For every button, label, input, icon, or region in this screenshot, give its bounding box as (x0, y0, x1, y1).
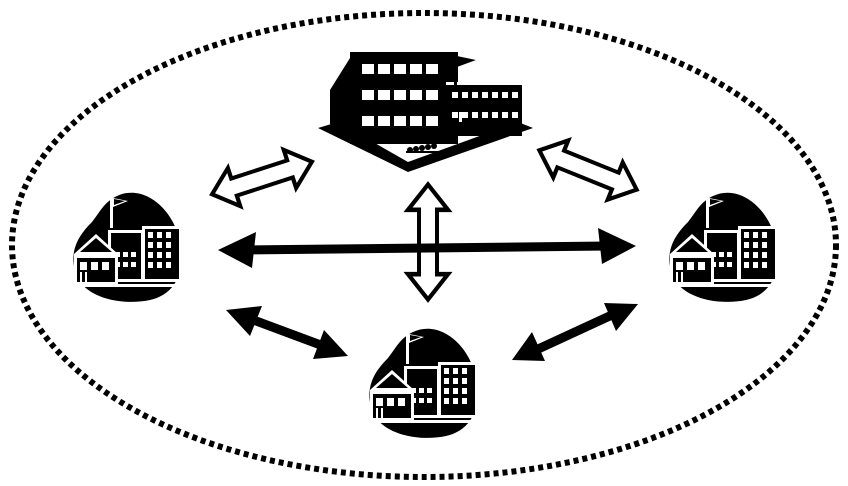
solid-arrow-left-bottom (226, 306, 348, 359)
right-school-building-icon (668, 193, 780, 302)
solid-arrow-right-bottom (512, 303, 638, 361)
bottom-school-building-icon (368, 329, 480, 438)
left-school-building-icon (72, 193, 184, 302)
hollow-arrow-center-bottom (408, 185, 448, 300)
large-school-building-icon (318, 52, 533, 172)
hollow-arrow-center-right (532, 132, 644, 208)
hollow-arrow-center-left (206, 143, 318, 213)
